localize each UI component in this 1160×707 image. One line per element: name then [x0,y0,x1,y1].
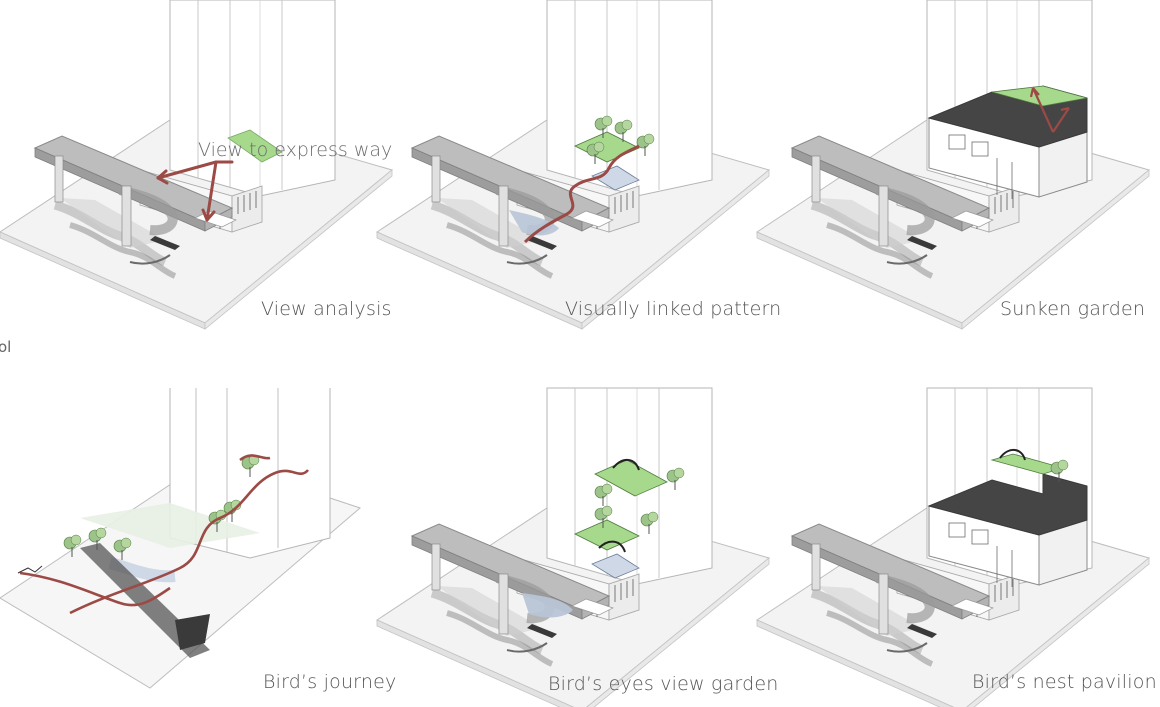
panel-visually-linked-pattern [377,0,769,329]
green-roof [991,85,1088,107]
panel-view-analysis [0,0,392,329]
label-birds-nest-pavilion: Bird’s nest pavilion [972,671,1157,693]
journey-route [19,454,310,615]
panel-birds-journey [0,388,361,689]
linked-route [523,144,640,244]
label-birds-eyes-view-garden: Bird’s eyes view garden [548,673,779,695]
panel-birds-eyes-view-garden [377,388,769,707]
edge-text-fragment: ol [0,338,12,356]
view-arrows [156,160,234,222]
green-terrace [227,129,283,163]
label-sunken-garden: Sunken garden [1000,298,1146,320]
label-birds-journey: Bird’s journey [263,671,397,693]
label-visually-linked-pattern: Visually linked pattern [565,298,782,320]
sunken-arrows [1029,87,1070,133]
panel-birds-nest-pavilion [757,388,1149,707]
label-view-analysis: View analysis [261,298,392,320]
panel-sunken-garden [757,0,1149,329]
annotation-view-to-express-way: View to express way [198,139,393,161]
